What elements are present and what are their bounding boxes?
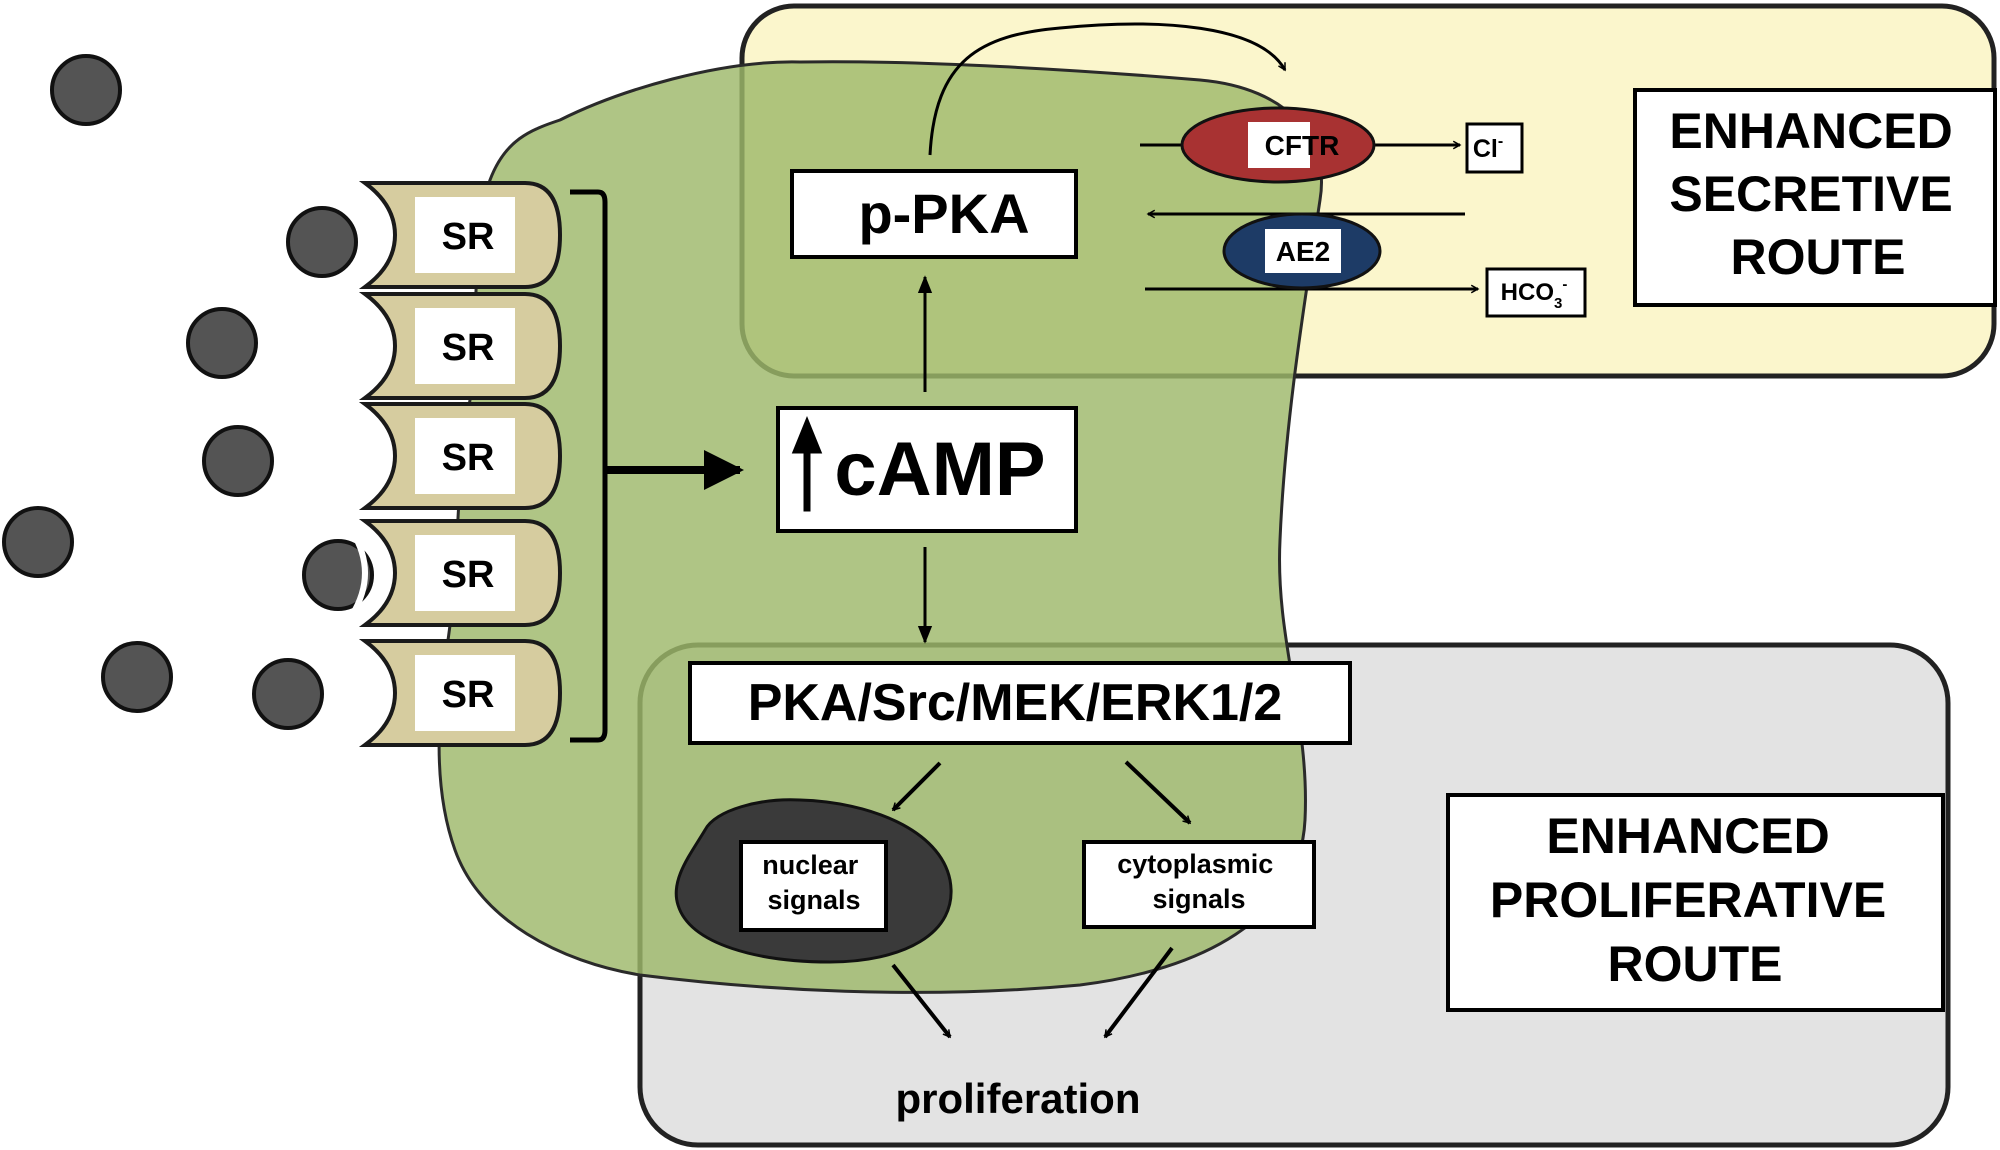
bicarbonate-ion-box: HCO3-: [1485, 267, 1587, 318]
ligand: [101, 641, 173, 713]
chloride-ion-box: Cl-: [1465, 122, 1524, 174]
ligand: [50, 54, 122, 126]
cascade-to-nuclear-arrow: [891, 761, 942, 812]
receptors: SR SR SR SR SR: [349, 181, 563, 747]
camp-box: cAMP: [776, 406, 1078, 533]
nuclear-signals-line1: nuclear: [762, 850, 859, 880]
receptor-sr: SR: [349, 181, 563, 289]
proliferative-route-line2: PROLIFERATIVE: [1490, 872, 1886, 928]
svg-text:Cl-: Cl-: [1473, 133, 1503, 163]
ae2-label: AE2: [1276, 236, 1330, 267]
cytoplasmic-signals-box: cytoplasmic signals: [1082, 840, 1316, 929]
cftr-channel: CFTR: [1180, 106, 1376, 184]
proliferative-route-line1: ENHANCED: [1546, 808, 1829, 864]
ligand: [286, 206, 358, 278]
secretive-route-label-box: ENHANCED SECRETIVE ROUTE: [1633, 88, 1997, 307]
proliferation-label: proliferation: [895, 1075, 1140, 1122]
cascade-box: PKA/Src/MEK/ERK1/2: [688, 661, 1352, 745]
ligand: [252, 658, 324, 730]
cytoplasmic-to-proliferation-arrow: [1103, 946, 1174, 1037]
ligand: [186, 307, 258, 379]
proliferative-route-label-box: ENHANCED PROLIFERATIVE ROUTE: [1446, 793, 1945, 1012]
svg-text:ENHANCED PROLIFERATIVE: ENHANCED PROLIFERATIVE ROUTE: [1490, 808, 1900, 992]
receptor-sr: SR: [349, 402, 563, 510]
receptor-label: SR: [442, 554, 495, 596]
receptor-label: SR: [442, 216, 495, 258]
bicarbonate-subscript: 3: [1554, 295, 1562, 312]
ppka-box: p-PKA: [790, 169, 1078, 259]
chloride-label: Cl: [1473, 135, 1498, 163]
nuclear-to-proliferation-arrow: [891, 963, 952, 1039]
receptor-label: SR: [442, 327, 495, 369]
ligands: [2, 54, 374, 730]
ligand: [302, 539, 374, 611]
camp-label: cAMP: [834, 427, 1045, 512]
receptor-label: SR: [442, 437, 495, 479]
svg-text:cytoplasmic signals: cytoplasmic signals: [1117, 849, 1281, 914]
nuclear-signals-line2: signals: [767, 885, 860, 915]
cytoplasmic-signals-line2: signals: [1152, 884, 1245, 914]
ae2-exchanger: AE2: [1222, 212, 1382, 290]
ligand: [202, 425, 274, 497]
bicarbonate-charge: -: [1562, 276, 1567, 293]
receptor-sr: SR: [349, 292, 563, 400]
cytoplasmic-signals-line1: cytoplasmic: [1117, 849, 1273, 879]
ppka-to-cftr-arrow: [928, 22, 1287, 156]
chloride-charge: -: [1498, 133, 1503, 150]
receptor-sr: SR: [349, 639, 563, 747]
ppka-label: p-PKA: [858, 182, 1029, 245]
svg-text:nuclear signals: nuclear signals: [762, 850, 866, 915]
secretive-route-line1: ENHANCED: [1669, 103, 1952, 159]
receptor-label: SR: [442, 674, 495, 716]
bicarbonate-label: HCO: [1501, 279, 1554, 306]
cftr-label: CFTR: [1265, 130, 1340, 161]
cascade-to-cytoplasmic-arrow: [1124, 760, 1192, 825]
up-arrow-icon: [791, 416, 823, 512]
proliferative-route-line3: ROUTE: [1608, 936, 1783, 992]
cascade-label: PKA/Src/MEK/ERK1/2: [748, 674, 1283, 732]
secretive-route-line2: SECRETIVE: [1669, 166, 1952, 222]
svg-text:ENHANCED SECRETIVE: ENHANCED SECRETIVE ROUTE: [1669, 103, 1966, 285]
ligand: [2, 506, 74, 578]
receptor-sr: SR: [349, 519, 563, 627]
nuclear-signals-box: nuclear signals: [739, 840, 888, 932]
secretive-route-line3: ROUTE: [1731, 229, 1906, 285]
svg-text:HCO3-: HCO3-: [1501, 276, 1568, 312]
